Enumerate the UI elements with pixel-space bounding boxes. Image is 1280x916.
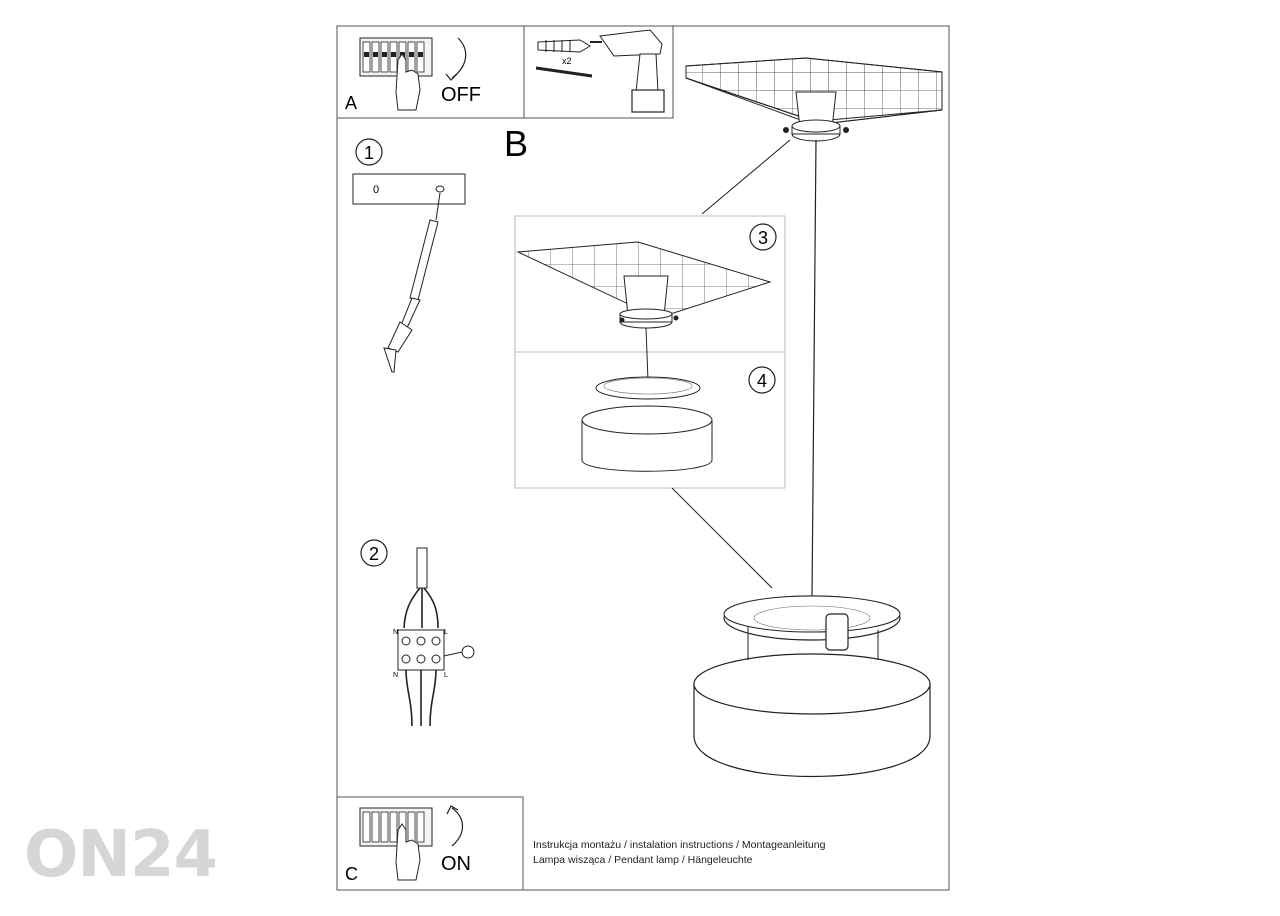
on-label: ON (441, 853, 471, 875)
step-2: 2 N L N L (360, 539, 475, 727)
drill-icon (590, 29, 665, 113)
hand-icon (395, 53, 421, 111)
panel-a-letter: A (345, 93, 357, 113)
wire-label-bottom-left: N (393, 672, 398, 679)
caption-line-2: Lampa wisząca / Pendant lamp / Hängeleuc… (533, 854, 753, 866)
wire-label-top-left: N (393, 629, 398, 636)
mounting-template (352, 173, 466, 205)
ceiling-grid (685, 57, 943, 125)
suspension-cable (811, 139, 817, 599)
step-4-number: 4 (757, 371, 767, 391)
terminal-block-icon (397, 629, 445, 671)
panel-b-letter: B (504, 123, 528, 164)
step-2-number: 2 (369, 544, 379, 564)
inset-steps-3-4: 3 4 (514, 215, 786, 489)
ceiling-mount-bracket (783, 91, 849, 142)
wire-label-top-right: L (444, 629, 448, 636)
drill-bit-icon (383, 219, 439, 373)
breaker-box-icon (359, 37, 433, 77)
caption-line-1: Instrukcja montażu / instalation instruc… (533, 839, 826, 851)
lamp-socket-icon (825, 613, 849, 651)
template-mark: 0 (373, 184, 379, 196)
wall-anchor-icon (537, 39, 591, 53)
wire-label-bottom-right: L (444, 672, 448, 679)
panel-c: C ON (336, 796, 524, 891)
ground-icon (461, 645, 475, 659)
breaker-box-icon-c (359, 807, 433, 847)
off-label: OFF (441, 84, 481, 106)
panel-c-letter: C (345, 864, 358, 884)
step-1-number: 1 (364, 143, 374, 163)
watermark-logo: ON24 (24, 818, 218, 892)
on-arrow-icon (451, 807, 464, 847)
hand-icon-c (395, 823, 421, 881)
panel-a: A OFF x2 (336, 25, 674, 119)
pendant-lamp (693, 595, 931, 777)
step-3-number: 3 (758, 228, 768, 248)
step-1: 1 0 (352, 138, 466, 373)
screw-icon (535, 65, 593, 78)
off-arrow-icon (451, 37, 467, 79)
anchor-count: x2 (562, 56, 572, 66)
instruction-caption: Instrukcja montażu / instalation instruc… (533, 838, 825, 868)
